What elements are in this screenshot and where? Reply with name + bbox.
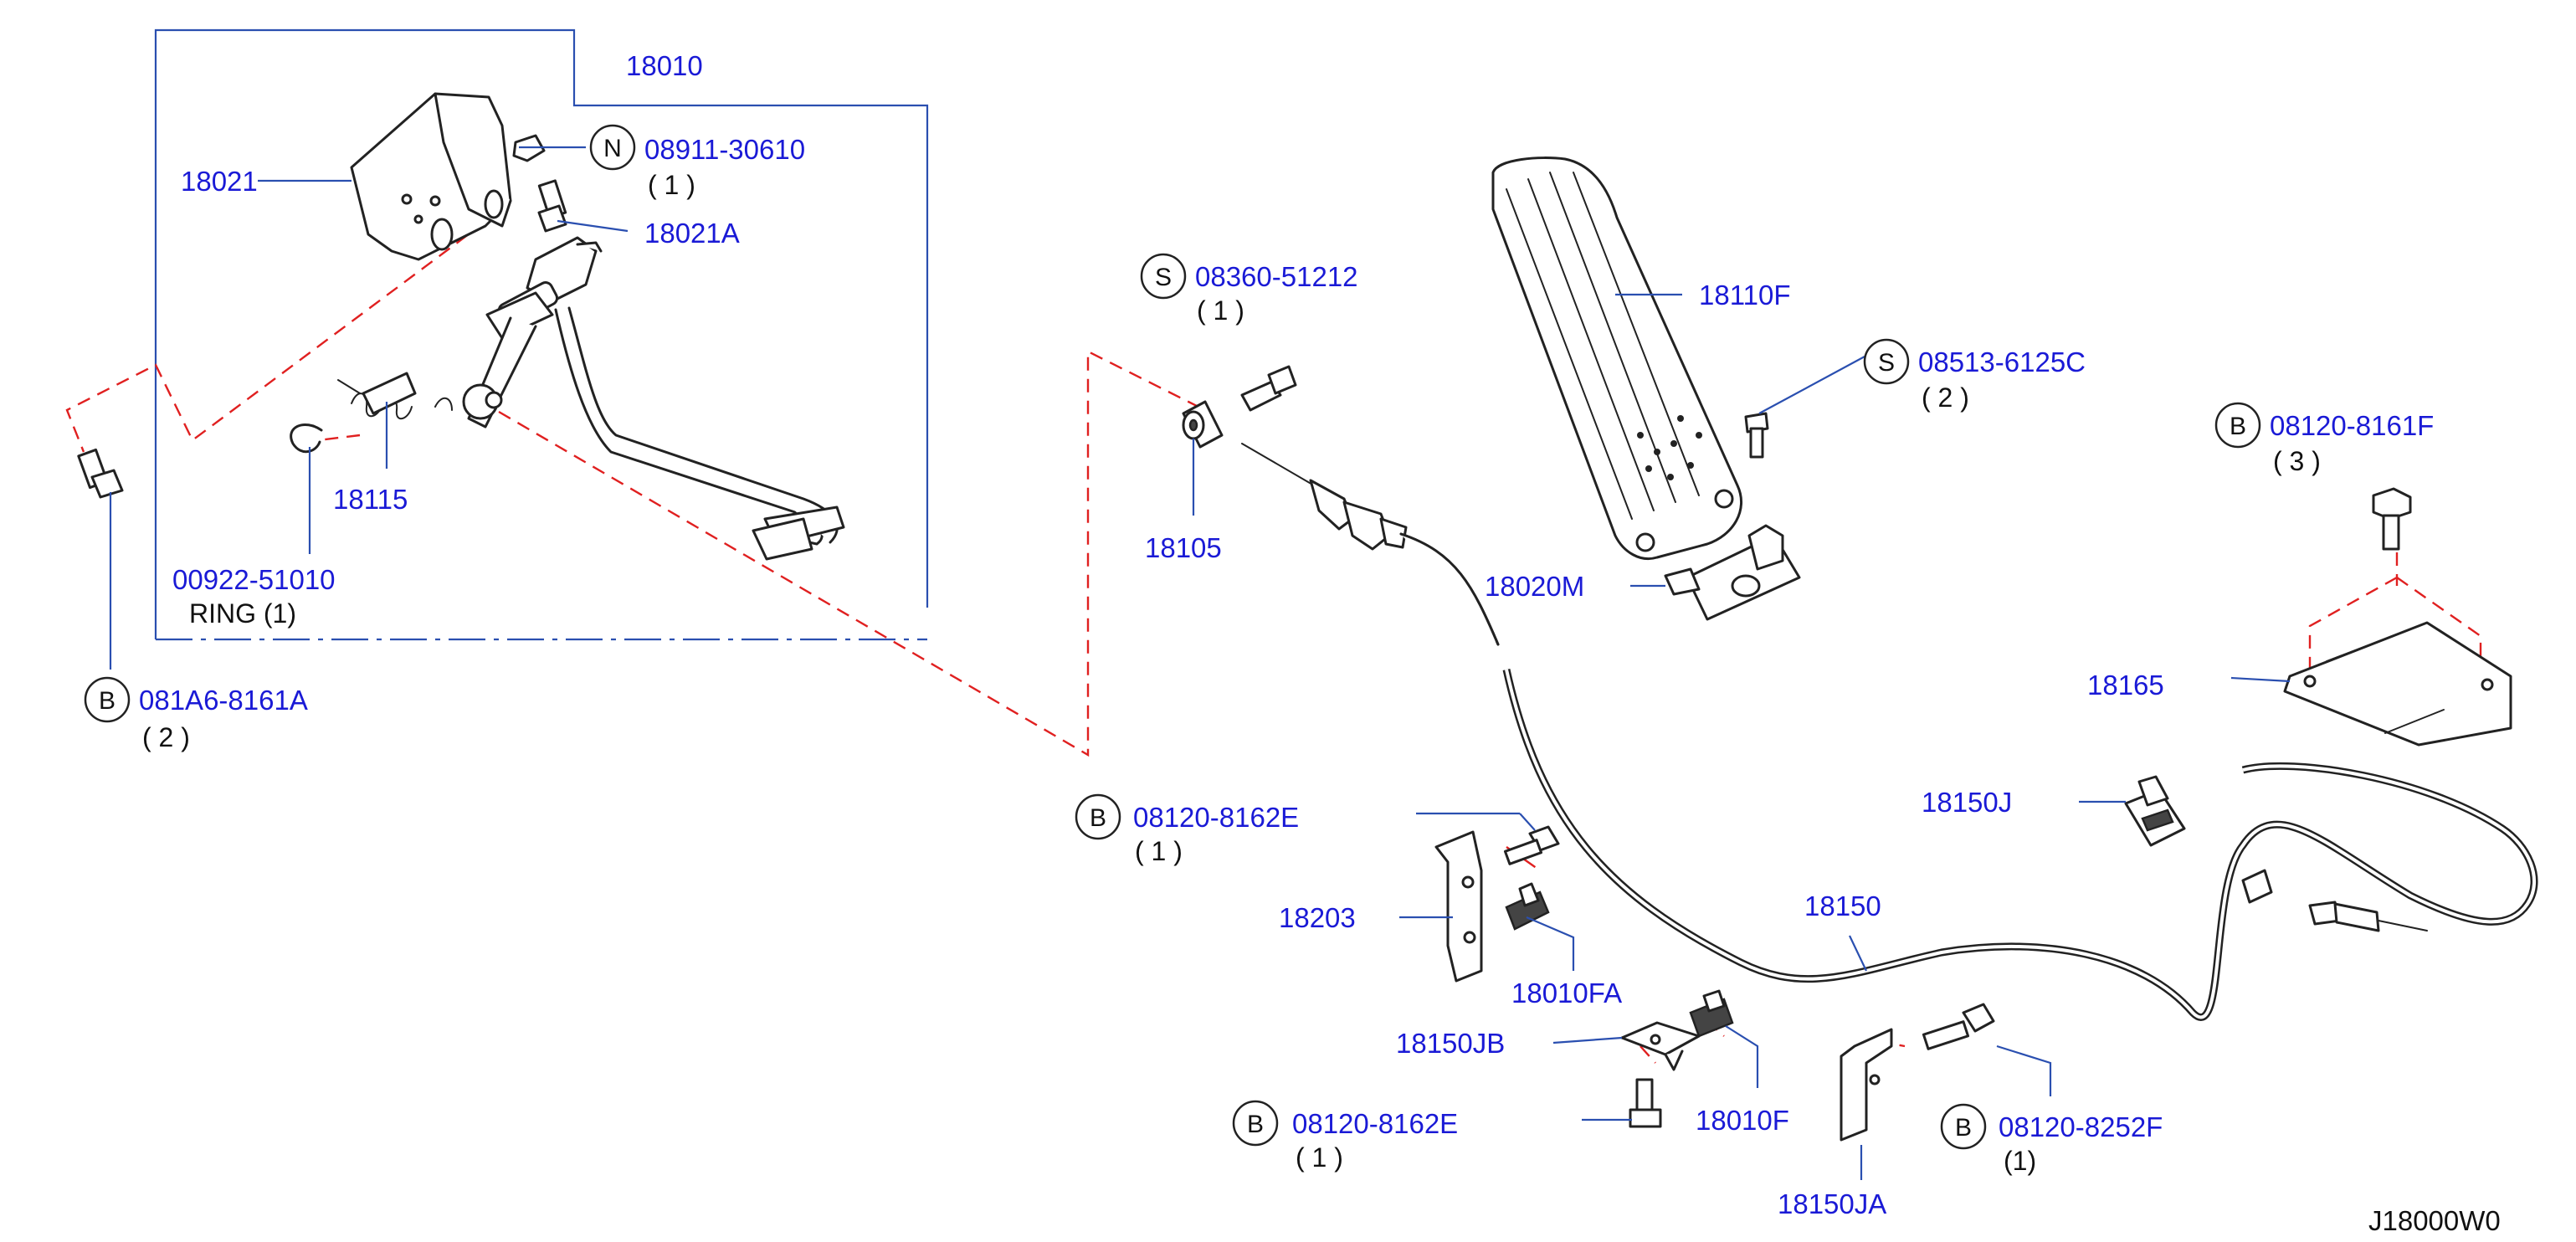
bolt-08120-8162e-top-illustration <box>1503 825 1560 865</box>
clamp-18010fa-illustration <box>1505 882 1550 931</box>
label-18110f: 18110F <box>1699 280 1790 310</box>
label-18010fa: 18010FA <box>1511 978 1622 1008</box>
bolt-08120-8161f-illustration <box>2372 487 2412 551</box>
badge-n-08911: N <box>589 124 636 171</box>
svg-text:B: B <box>99 687 115 715</box>
cover-plate-18165-illustration <box>2283 621 2512 747</box>
return-spring-illustration <box>337 372 453 419</box>
label-18165: 18165 <box>2087 670 2164 701</box>
pedal-arm-illustration <box>462 236 845 561</box>
leader-lines <box>109 146 2291 1180</box>
label-08513-6125c: 08513-6125C <box>1918 346 2086 377</box>
qty-08360-51212: ( 1 ) <box>1197 295 1244 326</box>
bracket-18150ja-illustration <box>1840 1028 1893 1142</box>
clip-18150j-illustration <box>2124 775 2186 847</box>
badge-b-08120-8162e-bottom: B <box>1232 1100 1279 1147</box>
label-08120-8162e-top: 08120-8162E <box>1133 802 1299 833</box>
pedal-bracket-illustration <box>350 92 512 261</box>
bolt-081a6-illustration <box>77 448 124 499</box>
badge-b-08120-8161f: B <box>2214 402 2261 449</box>
label-18010: 18010 <box>626 50 703 81</box>
qty-08120-8162e-bottom: ( 1 ) <box>1296 1142 1343 1173</box>
label-08120-8161f: 08120-8161F <box>2270 410 2434 441</box>
bolt-08120-8252f-illustration <box>1922 1003 1995 1050</box>
svg-text:S: S <box>1878 349 1895 377</box>
nut-bolt-illustration <box>512 134 567 233</box>
label-08120-8252f: 08120-8252F <box>1999 1111 2163 1142</box>
pedal-grip-dots <box>1637 415 1702 480</box>
label-18150ja: 18150JA <box>1778 1188 1886 1219</box>
screw-08513-illustration <box>1744 412 1769 459</box>
label-ring-qty: RING (1) <box>189 598 296 629</box>
badge-s-08360: S <box>1140 253 1187 300</box>
badge-b-08120-8252f: B <box>1940 1103 1987 1150</box>
diagram-code: J18000W0 <box>2368 1205 2501 1236</box>
svg-text:B: B <box>2230 413 2246 440</box>
label-18150j: 18150J <box>1922 787 2012 818</box>
clamp-18010f-illustration <box>1689 989 1734 1038</box>
label-18010f: 18010F <box>1696 1105 1789 1136</box>
svg-text:N: N <box>603 135 622 162</box>
snap-ring-illustration <box>290 423 323 454</box>
svg-text:B: B <box>1090 804 1106 832</box>
badge-b-08120-8162e-top: B <box>1075 793 1121 840</box>
label-081a6-8161a: 081A6-8161A <box>139 685 308 716</box>
qty-08120-8162e-top: ( 1 ) <box>1135 836 1183 866</box>
label-18150: 18150 <box>1804 890 1881 921</box>
badge-s-08513: S <box>1863 338 1910 385</box>
qty-08513-6125c: ( 2 ) <box>1922 382 1969 413</box>
qty-081a6-8161a: ( 2 ) <box>142 722 190 752</box>
label-08360-51212: 08360-51212 <box>1195 261 1358 292</box>
label-08911-30610: 08911-30610 <box>644 134 805 165</box>
svg-text:B: B <box>1247 1111 1264 1138</box>
label-18150jb: 18150JB <box>1396 1028 1505 1059</box>
bracket-18203-illustration <box>1434 830 1483 983</box>
svg-text:S: S <box>1155 264 1172 291</box>
label-00922-51010: 00922-51010 <box>172 564 336 595</box>
label-08120-8162e-bottom: 08120-8162E <box>1292 1108 1458 1139</box>
accelerator-pedal-illustration <box>1491 157 1742 560</box>
stopper-18105-illustration <box>1182 365 1297 449</box>
badge-b-081a6: B <box>84 676 131 723</box>
label-18115: 18115 <box>333 484 408 515</box>
pedal-assembly-frame <box>154 28 929 641</box>
label-18020m: 18020M <box>1485 571 1584 602</box>
qty-08120-8161f: ( 3 ) <box>2273 446 2321 476</box>
qty-08911-30610: ( 1 ) <box>648 170 695 200</box>
label-18021: 18021 <box>181 166 258 197</box>
bolt-08120-8162e-bottom-illustration <box>1629 1078 1662 1128</box>
label-18021a: 18021A <box>644 218 740 249</box>
qty-08120-8252f: (1) <box>2004 1146 2036 1176</box>
label-18203: 18203 <box>1279 902 1356 933</box>
accelerator-cable-illustration <box>1241 443 2538 1021</box>
pedal-pivot-illustration <box>1664 524 1801 621</box>
bracket-18150jb-illustration <box>1620 1021 1701 1071</box>
svg-text:B: B <box>1955 1114 1972 1142</box>
label-18105: 18105 <box>1145 532 1222 563</box>
